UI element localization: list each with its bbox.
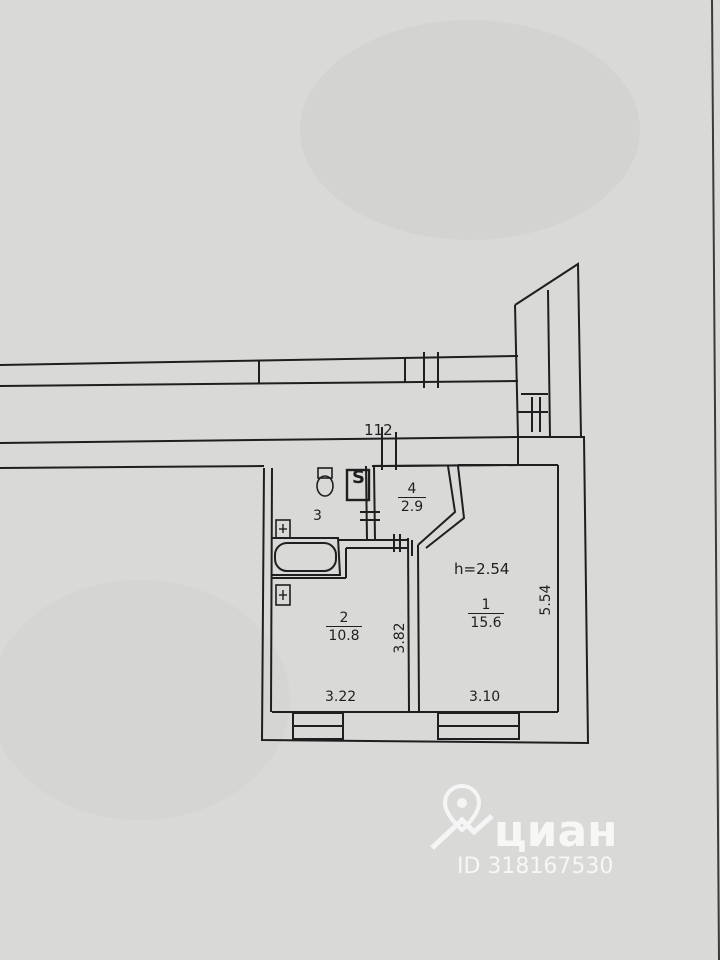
bathroom-wall bbox=[272, 537, 342, 576]
bathroom-mark: S bbox=[352, 467, 365, 488]
stair-line bbox=[547, 289, 551, 438]
paper-shadow bbox=[300, 20, 640, 240]
wall-thickness-label: 112 bbox=[364, 421, 393, 439]
watermark-brand: циан bbox=[494, 806, 618, 857]
corridor-wall bbox=[0, 465, 265, 469]
room-label-4: 4 2.9 bbox=[398, 481, 426, 515]
socket-symbol bbox=[275, 584, 291, 606]
partition-room-1-2 bbox=[417, 544, 420, 713]
hallway-wall bbox=[425, 465, 466, 549]
room-label-3: 3 bbox=[313, 508, 322, 524]
paper-shadow bbox=[0, 580, 290, 820]
paper-edge bbox=[711, 0, 720, 960]
room-label-1: 1 15.6 bbox=[468, 597, 504, 631]
room-2-length-label: 3.82 bbox=[392, 622, 408, 654]
watermark-id: ID 318167530 bbox=[457, 854, 614, 879]
apartment-inner-wall bbox=[270, 467, 273, 713]
room-1-width-label: 3.10 bbox=[469, 689, 501, 705]
toilet-bowl bbox=[316, 475, 334, 497]
room-number: 4 bbox=[407, 481, 417, 497]
room-area: 15.6 bbox=[468, 613, 504, 631]
shaft-box bbox=[345, 468, 371, 502]
wc-partition bbox=[365, 465, 368, 541]
room-number: 1 bbox=[481, 597, 491, 613]
partition-room-1-2 bbox=[407, 537, 410, 713]
room-2-width-label: 3.22 bbox=[325, 689, 357, 705]
room-1-length-label: 5.54 bbox=[538, 584, 554, 616]
room-area: 2.9 bbox=[398, 497, 426, 515]
room-area: 10.8 bbox=[326, 626, 362, 644]
corridor-wall bbox=[0, 436, 519, 444]
bathtub bbox=[274, 542, 337, 572]
wc-partition bbox=[373, 465, 376, 541]
hallway-wall bbox=[417, 465, 457, 546]
room-number: 2 bbox=[339, 610, 349, 626]
socket-symbol bbox=[275, 519, 291, 539]
watermark-pin-icon bbox=[430, 783, 494, 850]
toilet-tank bbox=[317, 467, 333, 479]
room-label-2: 2 10.8 bbox=[326, 610, 362, 644]
ceiling-height-label: h=2.54 bbox=[454, 560, 510, 578]
